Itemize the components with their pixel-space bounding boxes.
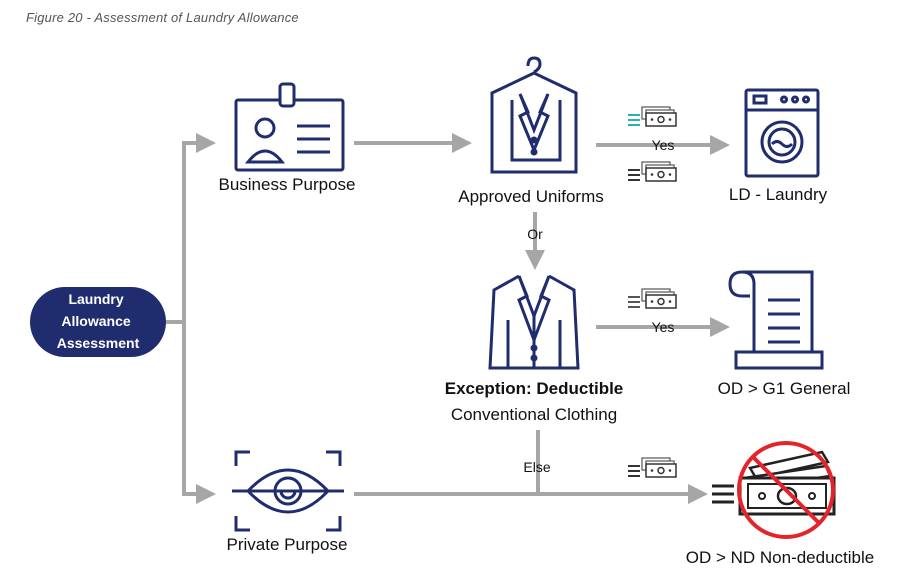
trunk-to-private-line xyxy=(182,322,216,504)
crossed-money-icon xyxy=(712,441,836,539)
start-label: Laundry Allowance Assessment xyxy=(57,291,140,351)
private-purpose-label: Private Purpose xyxy=(227,535,348,554)
else-label: Else xyxy=(523,459,550,475)
money-icon xyxy=(628,288,677,309)
yes-label-1: Yes xyxy=(652,137,675,153)
exception-subtitle-label: Conventional Clothing xyxy=(451,405,617,424)
nondeductible-label: OD > ND Non-deductible xyxy=(686,548,875,567)
suit-on-hanger-icon xyxy=(490,56,578,174)
id-card-icon xyxy=(234,82,345,172)
money-icon xyxy=(628,106,677,127)
money-icon xyxy=(628,457,677,478)
business-purpose-label: Business Purpose xyxy=(218,175,355,194)
figure-caption: Figure 20 - Assessment of Laundry Allowa… xyxy=(26,10,299,25)
document-icon xyxy=(728,270,824,370)
yes-label-2: Yes xyxy=(652,319,675,335)
laundry-label: LD - Laundry xyxy=(729,185,828,204)
start-node: Laundry Allowance Assessment xyxy=(30,287,166,357)
trunk-line xyxy=(166,133,216,324)
suit-icon xyxy=(488,274,580,370)
or-label: Or xyxy=(527,226,543,242)
money-icon xyxy=(628,161,677,182)
approved-uniforms-label: Approved Uniforms xyxy=(458,187,604,206)
eye-icon xyxy=(232,450,344,532)
exception-title-label: Exception: Deductible xyxy=(445,379,624,398)
general-label: OD > G1 General xyxy=(718,379,851,398)
connectors xyxy=(166,133,730,504)
washing-machine-icon xyxy=(744,88,820,178)
